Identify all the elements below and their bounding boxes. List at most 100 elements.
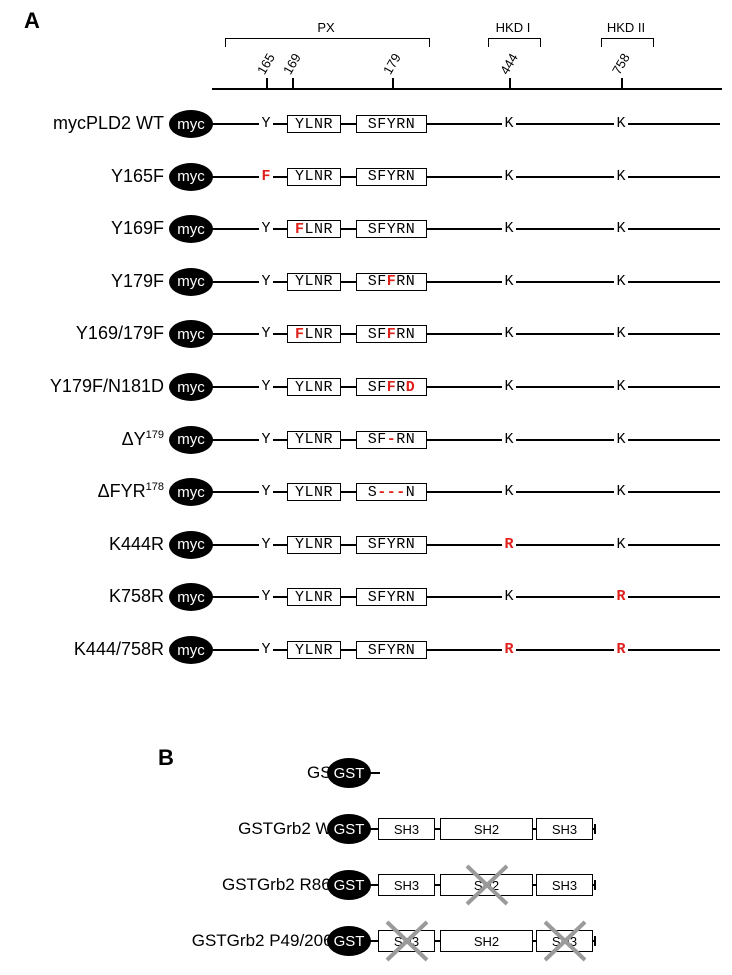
px-bracket [225,38,430,47]
motif-residue: S [367,115,378,133]
motif-residue: R [323,115,334,133]
gst-construct-label: GSTGrb2 R86K [222,875,342,894]
motif-residue: R [323,483,334,501]
motif-residue: Y [386,641,397,659]
residue-444: K [502,430,516,449]
residue-758: K [614,535,628,554]
domain-sh3: SH3 [378,818,435,840]
motif-residue: N [314,431,324,449]
motif-residue: F [377,641,387,659]
residue-758: K [614,167,628,186]
motif-residue: N [405,115,416,133]
gst-tag: GST [327,870,371,900]
motif-residue: Y [386,115,397,133]
gst-tag: GST [327,758,371,788]
position-axis [212,88,722,90]
motif-residue: - [377,483,387,501]
motif-residue: L [304,483,314,501]
residue-444: K [502,325,516,344]
residue-444: K [502,272,516,291]
protein-backbone [205,386,720,388]
residue-758: K [614,378,628,396]
motif-residue: R [396,115,406,133]
protein-backbone [205,438,720,441]
myc-tag: myc [169,583,213,612]
motif-residue: Y [294,378,305,396]
residue-165: F [259,167,273,186]
motif-residue: Y [294,483,305,501]
motif-residue: F [377,273,387,291]
tick-165 [266,78,268,88]
motif-residue: Y [386,220,397,238]
motif-residue: L [304,641,314,659]
motif-residue: L [304,115,314,133]
motif-residue: Y [294,641,305,659]
myc-tag: myc [169,636,213,664]
motif-residue: N [405,483,416,501]
motif-residue: S [367,588,378,606]
domain-sh3: SH3 [378,874,435,896]
domain-sh3: SH3 [536,818,593,840]
myc-tag: myc [169,373,213,401]
motif-residue: F [377,588,387,606]
motif-residue: S [367,641,378,659]
motif-residue: R [396,220,406,238]
motif-residue: F [377,431,387,449]
motif-residue: F [377,168,387,186]
motif-residue: F [377,220,387,238]
motif-residue: N [314,378,324,396]
motif-residue: F [386,273,397,291]
motif-residue: Y [386,588,397,606]
motif-residue: L [304,431,314,449]
motif-residue: R [323,168,334,186]
protein-backbone [205,280,720,283]
motif-residue: L [304,273,314,291]
construct-label: K444R [109,534,164,555]
residue-444: K [502,483,516,502]
protein-backbone [205,228,720,231]
motif-residue: F [386,378,397,396]
residue-165: Y [259,272,273,291]
position-label-444: 444 [497,50,521,77]
domain-sh3: SH3 [536,930,593,952]
motif-residue: Y [294,168,305,186]
motif-residue: N [405,168,416,186]
gst-construct-label: GSTGrb2 P49/206L [191,931,342,950]
construct-label-text: K444/758R [73,639,164,659]
motif-residue: S [367,378,378,396]
construct-label: K758R [109,586,164,607]
residue-758: K [614,325,628,344]
residue-758: K [614,115,628,133]
motif-residue: R [396,273,406,291]
myc-tag: myc [169,110,213,138]
motif-residue: Y [294,115,305,133]
motif-residue: S [367,168,378,186]
residue-165: Y [259,430,273,449]
motif-residue: N [314,325,324,343]
motif-residue: Y [294,588,305,606]
hkd1-bracket [488,38,541,47]
construct-label-text: ΔY [121,428,146,449]
tick-169 [292,78,294,88]
residue-758: K [614,220,628,239]
motif-residue: N [405,220,416,238]
gst-construct-label: GSTGrb2 WT [238,819,342,838]
motif-residue: L [304,168,314,186]
residue-444: K [502,220,516,239]
construct-label-text: Y179F [110,270,164,291]
myc-tag: myc [169,215,213,244]
motif-residue: L [304,325,314,343]
motif-residue: F [377,378,387,396]
construct-label-text: Y165F [110,165,164,186]
protein-backbone [205,543,720,546]
protein-backbone [205,333,720,336]
motif-residue: N [314,168,324,186]
domain-sh2: SH2 [440,874,533,896]
motif-residue: F [377,115,387,133]
